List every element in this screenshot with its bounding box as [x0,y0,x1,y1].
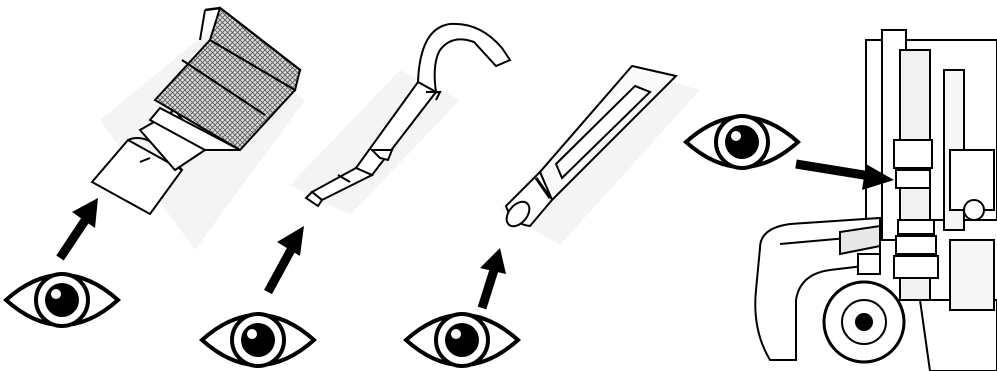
arrow-right-icon [795,159,894,190]
arrow-up-right-icon [56,198,98,261]
crevice-tool-illustration [504,64,678,228]
upright-vacuum-panel [684,29,997,371]
eye-icon [404,312,520,368]
upright-vacuum-illustration [754,29,997,371]
eye-icon [200,312,316,368]
filter-attachment-panel [4,6,305,328]
filter-attachment-illustration [90,6,302,216]
extension-wand-panel [200,22,512,368]
arrow-up-right-icon [264,226,304,295]
extension-wand-illustration [304,22,512,208]
eye-icon [684,114,800,170]
arrow-up-right-icon [477,248,506,310]
crevice-tool-panel [404,64,700,368]
eye-icon [4,272,120,328]
